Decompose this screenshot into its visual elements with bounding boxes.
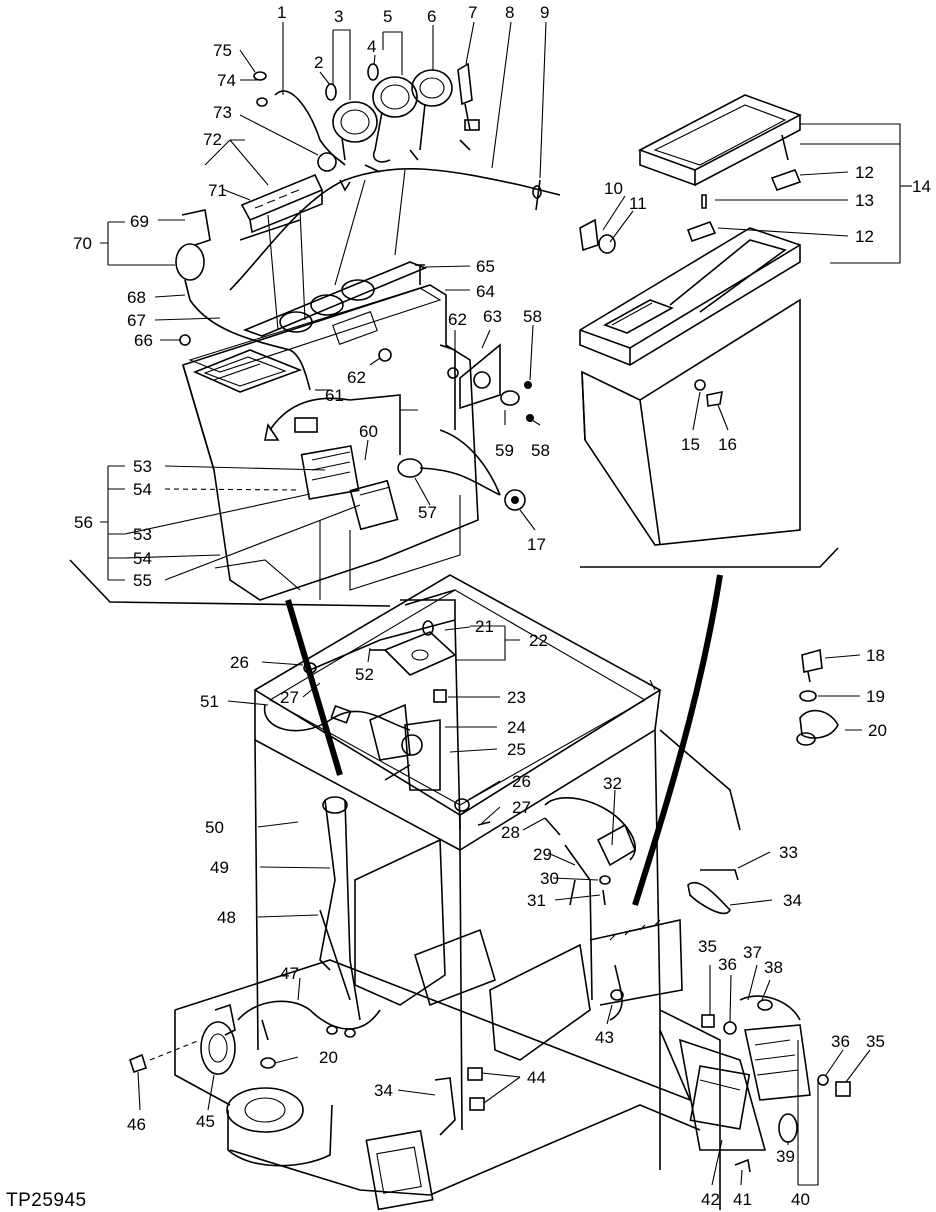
callout-35b: 35 — [866, 1032, 885, 1051]
callout-26b: 26 — [512, 772, 531, 791]
callout-42: 42 — [701, 1190, 720, 1209]
hardware-18-20 — [796, 648, 839, 746]
callout-60: 60 — [359, 422, 378, 441]
callout-58b: 58 — [531, 441, 550, 460]
callout-6: 6 — [427, 7, 436, 26]
callout-11: 11 — [629, 194, 647, 213]
callout-41: 41 — [733, 1190, 752, 1209]
callout-55: 55 — [133, 571, 152, 590]
callout-43: 43 — [595, 1028, 614, 1047]
leader-lines — [100, 21, 912, 1186]
callout-39: 39 — [776, 1147, 795, 1166]
callout-12b: 12 — [855, 227, 874, 246]
callout-65: 65 — [476, 257, 495, 276]
callout-22: 22 — [529, 631, 548, 650]
callout-4: 4 — [367, 37, 376, 56]
callout-68: 68 — [127, 288, 146, 307]
callout-69: 69 — [130, 212, 149, 231]
callout-62b: 62 — [448, 310, 467, 329]
callout-59: 59 — [495, 441, 514, 460]
callout-58a: 58 — [523, 307, 542, 326]
callout-52: 52 — [355, 665, 374, 684]
callout-49: 49 — [210, 858, 229, 877]
callout-67: 67 — [127, 311, 146, 330]
callout-54b: 54 — [133, 549, 152, 568]
callout-53b: 53 — [133, 525, 152, 544]
callout-15: 15 — [681, 435, 700, 454]
callout-33: 33 — [779, 843, 798, 862]
callout-26a: 26 — [230, 653, 249, 672]
callout-31: 31 — [527, 891, 546, 910]
callout-23: 23 — [507, 688, 526, 707]
callout-25: 25 — [507, 740, 526, 759]
callout-46: 46 — [127, 1115, 146, 1134]
callout-50: 50 — [205, 818, 224, 837]
callout-34b: 34 — [374, 1081, 393, 1100]
callout-14: 14 — [912, 177, 931, 196]
callout-71: 71 — [208, 181, 227, 200]
callout-2: 2 — [314, 53, 323, 72]
callout-17: 17 — [527, 535, 546, 554]
callout-36a: 36 — [718, 955, 737, 974]
callout-13: 13 — [855, 191, 874, 210]
callout-64: 64 — [476, 282, 495, 301]
callout-38: 38 — [764, 958, 783, 977]
callout-72: 72 — [203, 130, 222, 149]
callout-8: 8 — [505, 3, 514, 22]
callout-75: 75 — [213, 41, 232, 60]
callout-1: 1 — [277, 3, 286, 22]
callout-53a: 53 — [133, 457, 152, 476]
callout-10: 10 — [604, 179, 623, 198]
callout-70: 70 — [73, 234, 92, 253]
callout-9: 9 — [540, 3, 549, 22]
callout-36b: 36 — [831, 1032, 850, 1051]
callout-labels: 1 2 3 4 5 6 7 8 9 10 11 12 13 14 12 15 1… — [6, 3, 931, 1211]
callout-62a: 62 — [347, 368, 366, 387]
callout-30: 30 — [540, 869, 559, 888]
callout-48: 48 — [217, 908, 236, 927]
dashboard-console — [182, 261, 534, 601]
callout-28: 28 — [501, 823, 520, 842]
callout-12a: 12 — [855, 163, 874, 182]
callout-7: 7 — [468, 3, 477, 22]
callout-24: 24 — [507, 718, 526, 737]
callout-34a: 34 — [783, 891, 802, 910]
callout-16: 16 — [718, 435, 737, 454]
callout-35a: 35 — [698, 937, 717, 956]
detail-cut-line — [69, 559, 391, 607]
figure-id: TP25945 — [6, 1190, 87, 1211]
callout-47: 47 — [280, 964, 299, 983]
callout-20a: 20 — [868, 721, 887, 740]
callout-73: 73 — [213, 103, 232, 122]
callout-32: 32 — [603, 774, 622, 793]
callout-27a: 27 — [280, 688, 299, 707]
callout-74: 74 — [217, 71, 236, 90]
callout-54a: 54 — [133, 480, 152, 499]
callout-37: 37 — [743, 943, 762, 962]
callout-29: 29 — [533, 845, 552, 864]
cab-body — [129, 574, 741, 1211]
callout-61: 61 — [325, 386, 344, 405]
callout-5: 5 — [383, 7, 392, 26]
callout-66: 66 — [134, 331, 153, 350]
gauges-and-switches — [175, 62, 616, 391]
callout-63: 63 — [483, 307, 502, 326]
callout-51: 51 — [200, 692, 219, 711]
callout-20b: 20 — [319, 1048, 338, 1067]
storage-box — [579, 94, 839, 568]
callout-18: 18 — [866, 646, 885, 665]
callout-3: 3 — [334, 7, 343, 26]
callout-21: 21 — [475, 617, 494, 636]
callout-56: 56 — [74, 513, 93, 532]
callout-57: 57 — [418, 503, 437, 522]
callout-44: 44 — [527, 1068, 546, 1087]
callout-19: 19 — [866, 687, 885, 706]
callout-45: 45 — [196, 1112, 215, 1131]
callout-40: 40 — [791, 1190, 810, 1209]
work-light-assy — [659, 995, 851, 1210]
reference-line — [632, 574, 723, 906]
callout-27b: 27 — [512, 798, 531, 817]
